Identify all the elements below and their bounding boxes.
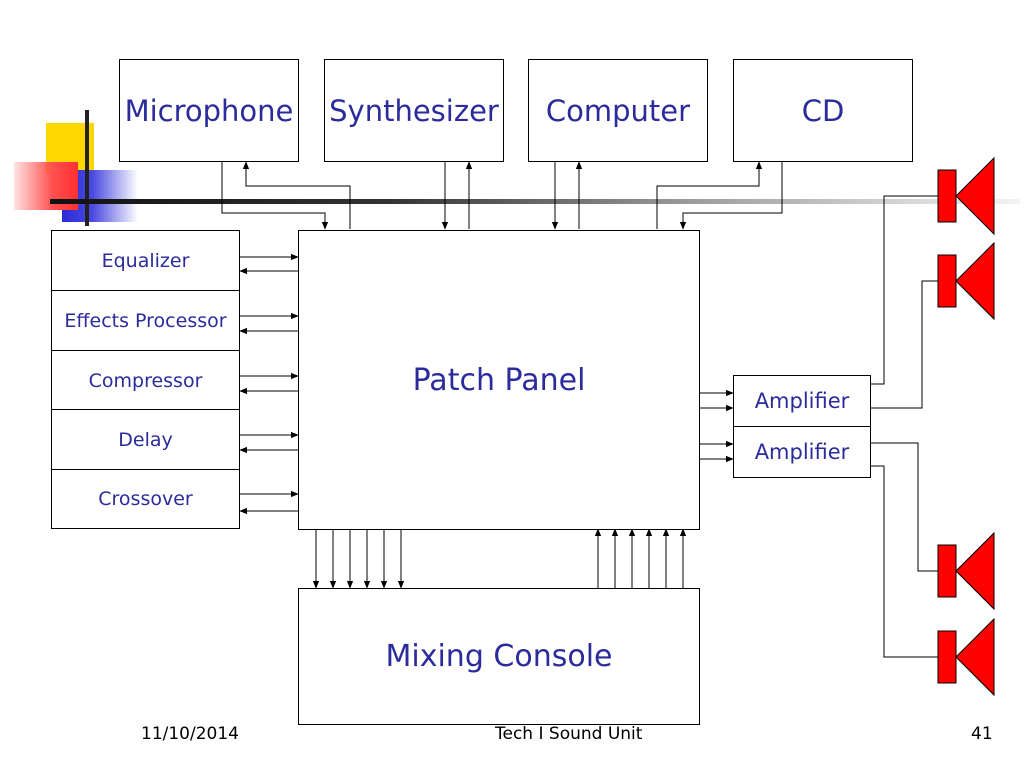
amp2-to-speaker4-wire bbox=[870, 465, 940, 658]
effects-processor-box: Effects Processor bbox=[51, 290, 240, 351]
microphone-to-patch-wire bbox=[221, 161, 329, 230]
speaker-icon bbox=[937, 241, 995, 321]
footer-date: 11/10/2014 bbox=[141, 724, 239, 744]
patch-panel-box: Patch Panel bbox=[298, 230, 700, 530]
amp1-to-speaker2-wire bbox=[870, 280, 940, 409]
speaker-icon bbox=[937, 156, 995, 236]
page-number: 41 bbox=[971, 724, 993, 744]
crossover-box: Crossover bbox=[51, 469, 240, 529]
amplifier-box: Amplifier bbox=[733, 375, 871, 427]
cd-to-patch-wire bbox=[679, 161, 783, 230]
amp2-to-speaker3-wire bbox=[870, 442, 940, 572]
computer-box: Computer bbox=[528, 59, 708, 162]
delay-box: Delay bbox=[51, 409, 240, 470]
patch-to-microphone-wire bbox=[242, 161, 351, 229]
footer-title: Tech I Sound Unit bbox=[495, 724, 643, 744]
compressor-box: Compressor bbox=[51, 350, 240, 411]
synthesizer-box: Synthesizer bbox=[324, 59, 504, 162]
cd-box: CD bbox=[733, 59, 913, 162]
mixing-console-box: Mixing Console bbox=[298, 588, 700, 725]
amp1-to-speaker1-wire bbox=[870, 195, 940, 385]
amplifier-box: Amplifier bbox=[733, 426, 871, 478]
patch-to-cd-wire bbox=[656, 161, 763, 229]
microphone-box: Microphone bbox=[119, 59, 299, 162]
speaker-icon bbox=[937, 617, 995, 697]
deco-horizontal-line bbox=[50, 199, 1020, 204]
equalizer-box: Equalizer bbox=[51, 230, 240, 291]
deco-vertical-line bbox=[85, 110, 89, 226]
speaker-icon bbox=[937, 531, 995, 611]
